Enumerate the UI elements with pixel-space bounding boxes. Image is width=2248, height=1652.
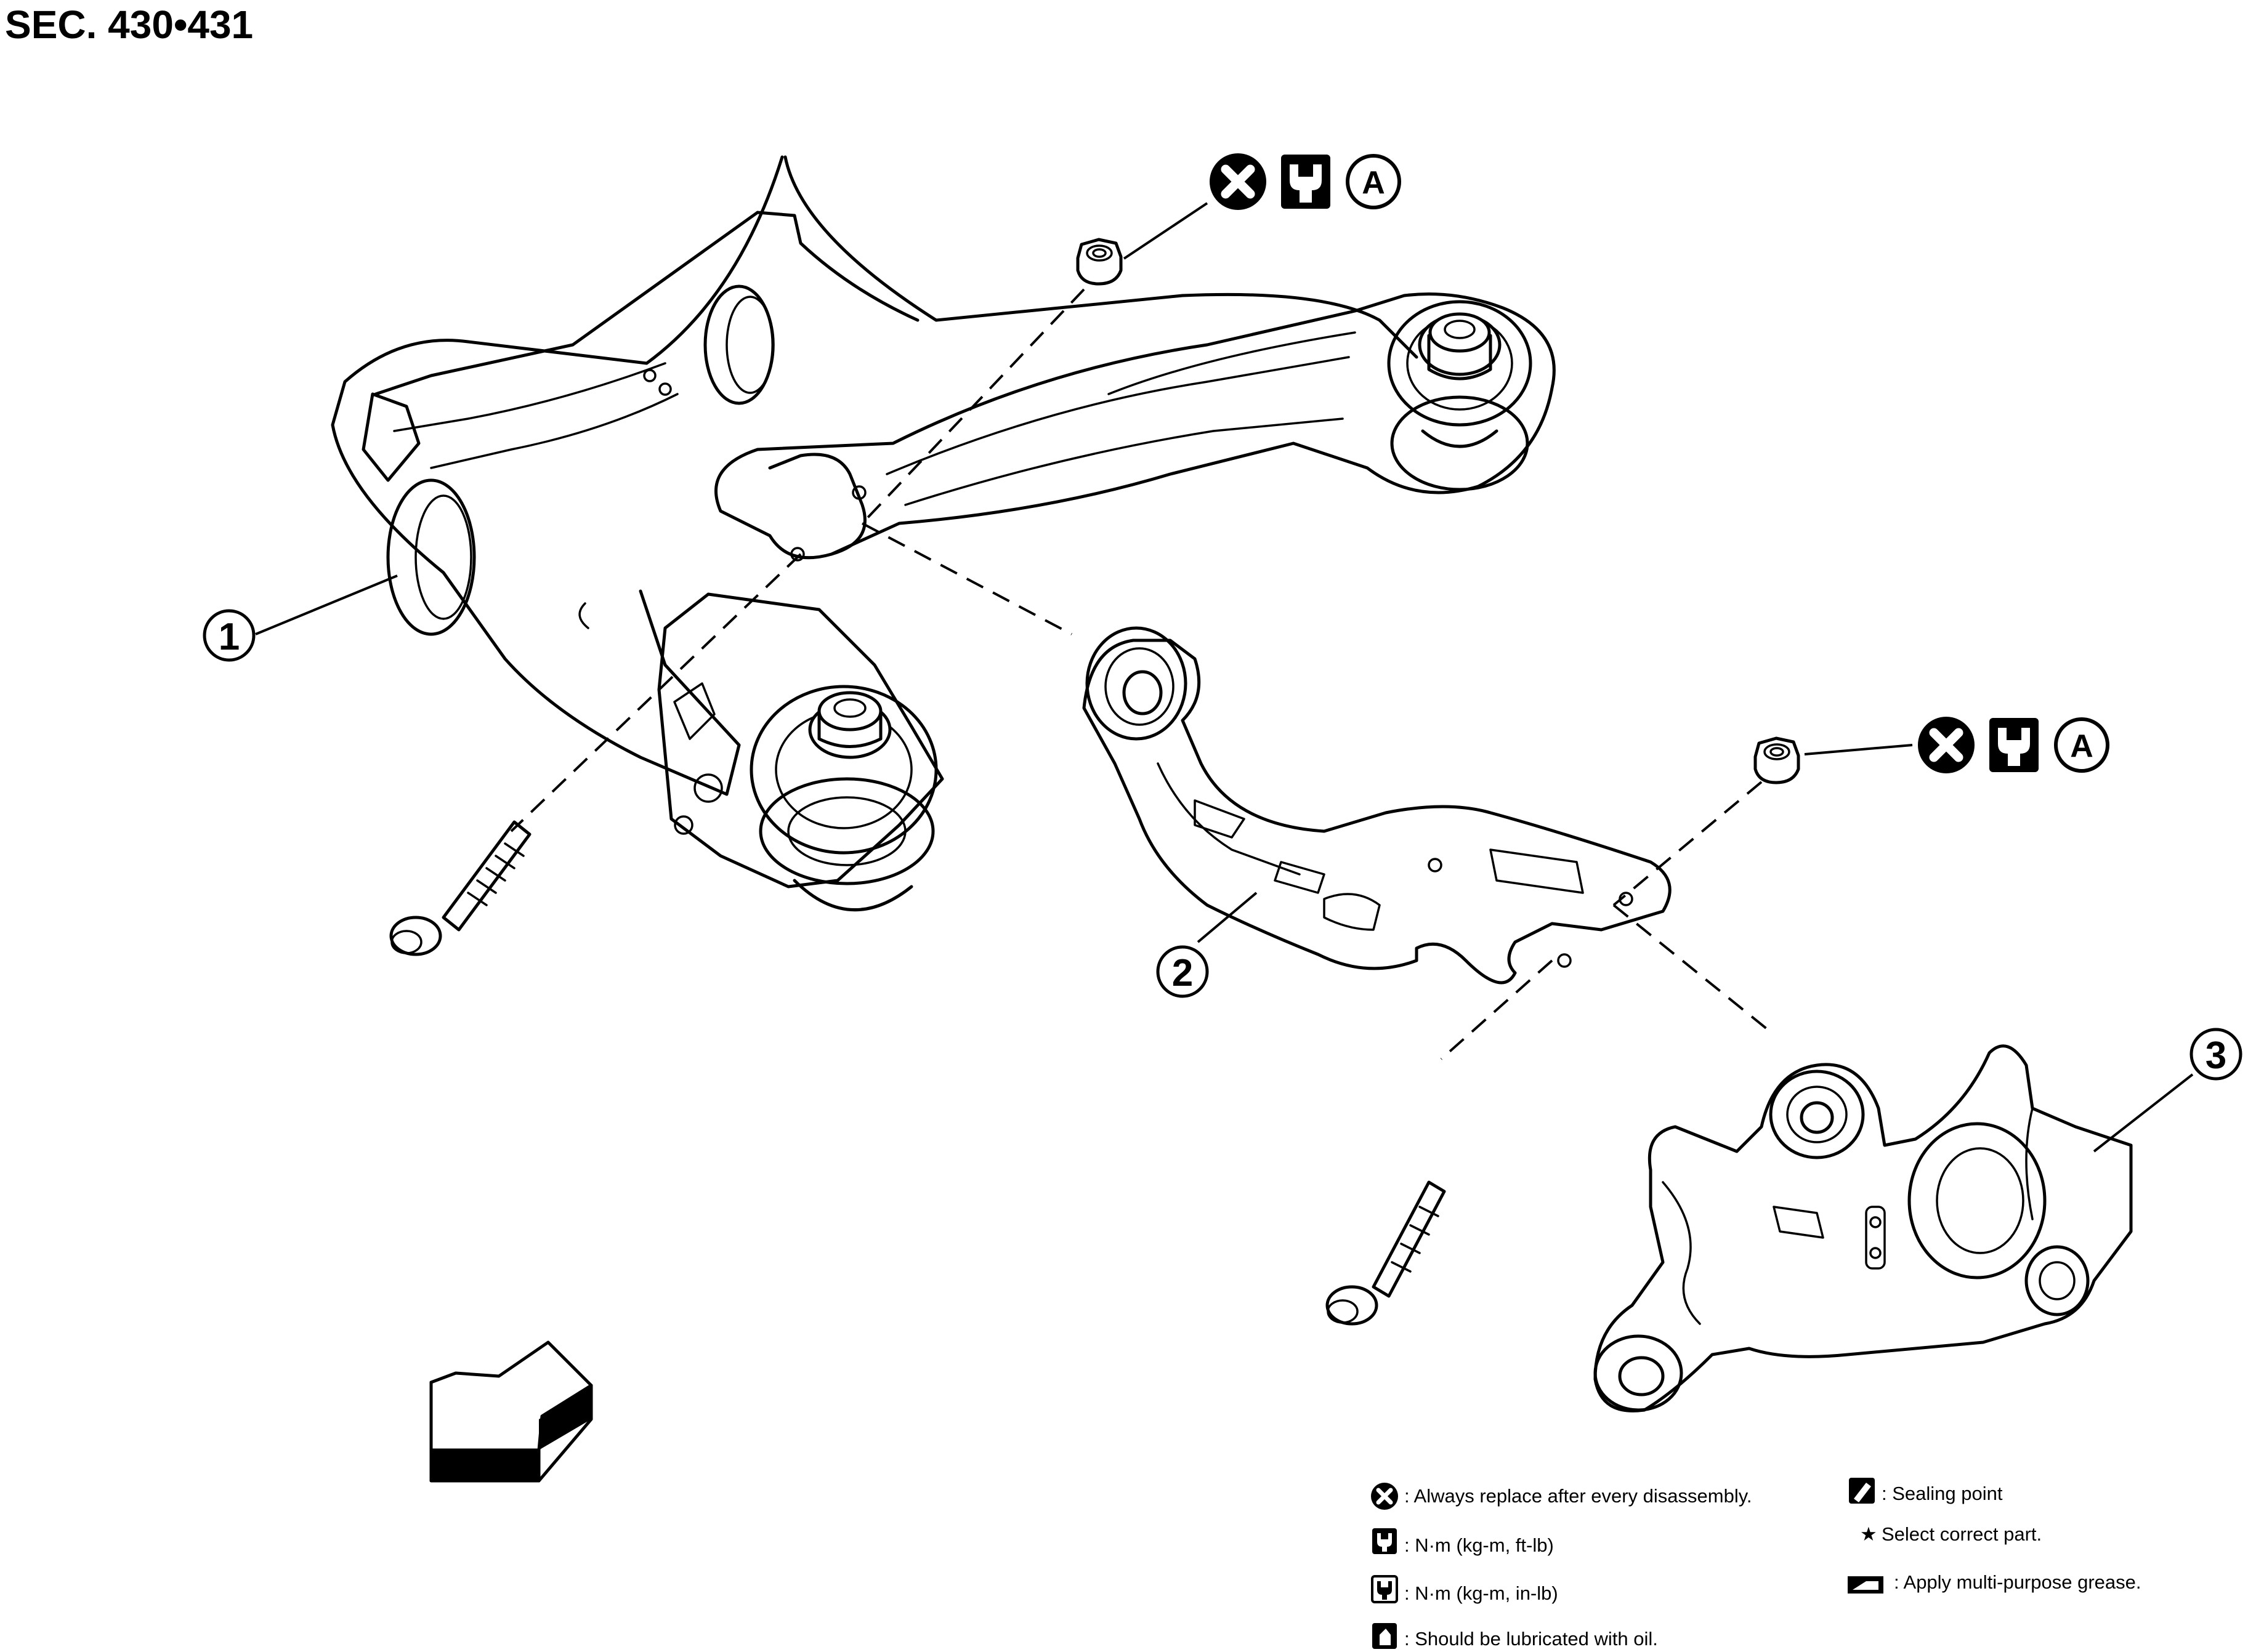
oil-can-icon — [1372, 1623, 1397, 1649]
legend-text-replace: : Always replace after every disassembly… — [1404, 1485, 1752, 1507]
legend-text-select-part: Select correct part. — [1882, 1523, 2042, 1545]
legend-text-grease: : Apply multi-purpose grease. — [1894, 1571, 2141, 1593]
legend-item-grease: : Apply multi-purpose grease. — [1848, 1571, 2141, 1594]
callout-number-3: 3 — [2206, 1034, 2226, 1077]
legend-text-oil: : Should be lubricated with oil. — [1404, 1628, 1658, 1650]
svg-text:A: A — [1362, 165, 1385, 201]
legend-text-torque-ft-lb: : N·m (kg-m, ft-lb) — [1404, 1534, 1554, 1556]
svg-text:A: A — [2070, 728, 2093, 764]
callout-number-2: 2 — [1172, 952, 1193, 994]
legend-item-torque-ft-lb: : N·m (kg-m, ft-lb) — [1372, 1528, 1554, 1556]
axle-housing — [1593, 1044, 2133, 1412]
lower-link — [1082, 626, 1672, 985]
symbol-group-upper: A — [1123, 153, 1401, 260]
torque-ft-lb-icon — [1281, 155, 1330, 209]
bolt-lower — [1325, 1180, 1446, 1326]
symbol-group-lower: A — [1804, 717, 2109, 773]
legend-item-sealing: : Sealing point — [1849, 1478, 2003, 1504]
nut-upper — [1078, 240, 1121, 284]
callout-3: 3 — [2093, 1028, 2242, 1153]
torque-in-lb-icon — [1371, 1575, 1398, 1603]
front-direction-arrow-icon — [429, 1340, 593, 1483]
letter-a-badge: A — [2054, 717, 2109, 773]
grease-icon — [1848, 1576, 1883, 1594]
letter-a-badge: A — [1346, 154, 1401, 209]
upper-arm — [714, 292, 1556, 562]
nut-lower — [1755, 738, 1798, 783]
legend-item-select-part: ★ Select correct part. — [1860, 1523, 2042, 1545]
legend-item-oil: : Should be lubricated with oil. — [1372, 1623, 1658, 1650]
replace-icon — [1210, 153, 1266, 210]
torque-ft-lb-icon — [1372, 1528, 1397, 1554]
rear-suspension-member — [331, 155, 1418, 911]
replace-icon — [1918, 717, 1975, 773]
assembly-lines — [510, 288, 1775, 1060]
star-icon: ★ — [1860, 1523, 1877, 1545]
bolt-upper — [389, 820, 532, 956]
sealing-point-icon — [1849, 1478, 1875, 1504]
replace-icon — [1371, 1483, 1398, 1510]
legend: : Always replace after every disassembly… — [1371, 1478, 2141, 1650]
torque-ft-lb-icon — [1989, 718, 2039, 772]
callout-number-1: 1 — [219, 616, 240, 658]
callout-1: 1 — [203, 574, 398, 662]
legend-text-sealing: : Sealing point — [1882, 1483, 2003, 1504]
section-title: SEC. 430•431 — [5, 2, 253, 47]
legend-item-torque-in-lb: : N·m (kg-m, in-lb) — [1371, 1575, 1558, 1604]
callout-2: 2 — [1156, 892, 1258, 998]
legend-item-replace: : Always replace after every disassembly… — [1371, 1483, 1752, 1510]
legend-text-torque-in-lb: : N·m (kg-m, in-lb) — [1404, 1582, 1558, 1604]
